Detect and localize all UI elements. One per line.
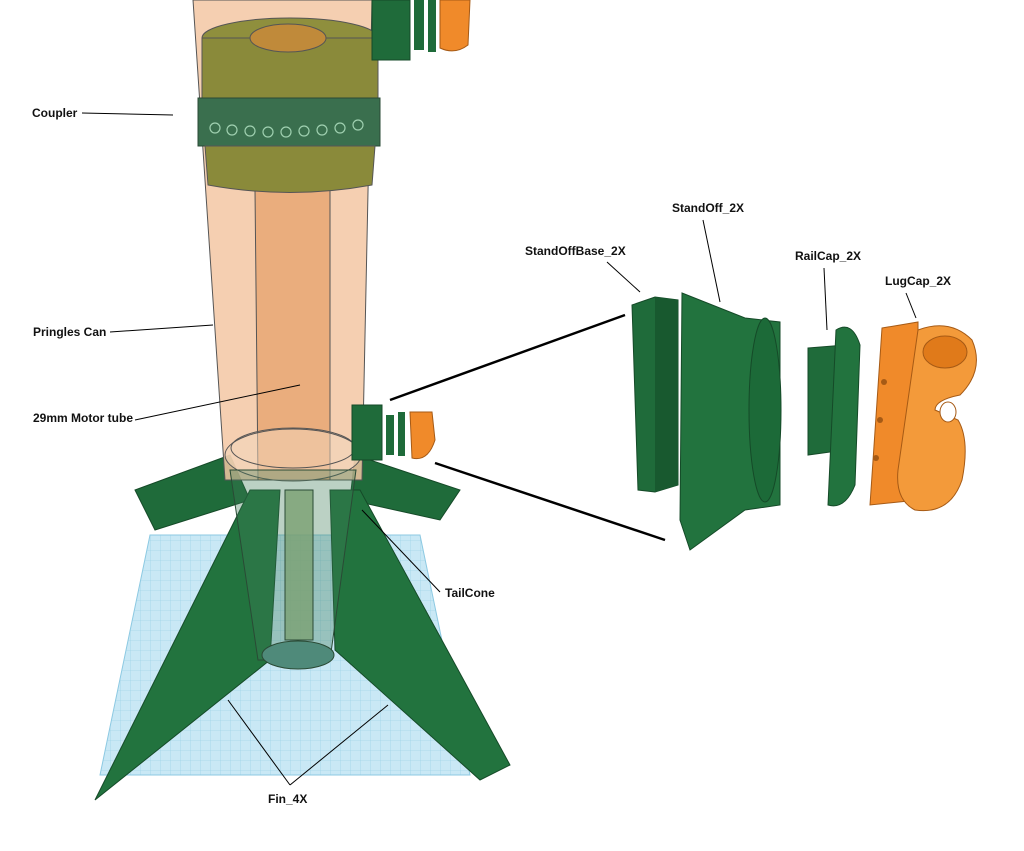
label-fin: Fin_4X xyxy=(268,792,307,806)
exploded-connector-bottom xyxy=(434,461,666,542)
leader-tailcone xyxy=(361,509,441,593)
leader-railcap xyxy=(823,267,828,331)
leader-pringles-can xyxy=(109,324,214,333)
rail-cap-part xyxy=(807,326,861,507)
fin-back-right xyxy=(349,454,461,521)
leader-fin-left xyxy=(227,699,291,786)
label-standoff: StandOff_2X xyxy=(672,201,744,215)
leader-standoff-base xyxy=(606,261,641,293)
leader-motor-tube xyxy=(134,384,301,421)
label-standoff-base: StandOffBase_2X xyxy=(525,244,626,258)
exploded-connector-top xyxy=(389,313,626,402)
label-motor-tube: 29mm Motor tube xyxy=(33,411,133,425)
leader-fin-right xyxy=(289,704,389,786)
label-coupler: Coupler xyxy=(32,106,78,120)
label-pringles-can: Pringles Can xyxy=(33,325,106,339)
label-tailcone: TailCone xyxy=(445,586,495,600)
leader-lugcap xyxy=(905,292,917,319)
lug-assembly-top xyxy=(371,0,471,61)
label-railcap: RailCap_2X xyxy=(795,249,861,263)
label-lugcap: LugCap_2X xyxy=(885,274,951,288)
fin-group xyxy=(94,454,511,801)
leader-standoff xyxy=(702,219,721,303)
lug-cap-part xyxy=(869,321,977,512)
coupler xyxy=(197,17,381,193)
lug-assembly-lower xyxy=(351,404,436,461)
tail-cone xyxy=(224,427,362,670)
fin-front-right xyxy=(329,489,511,781)
leader-coupler xyxy=(81,112,174,116)
